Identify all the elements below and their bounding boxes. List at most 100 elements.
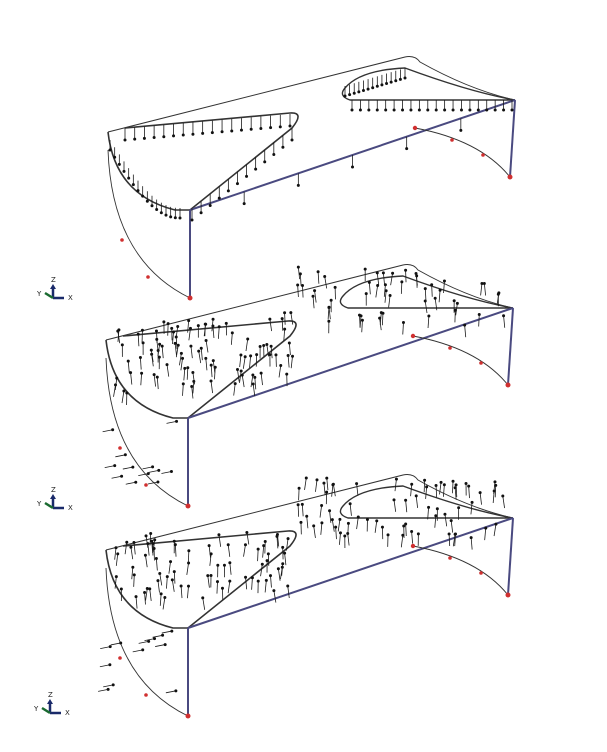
arrow-head-icon xyxy=(494,483,498,487)
load-arrow xyxy=(260,373,263,386)
load-arrow xyxy=(464,325,467,338)
load-arrow xyxy=(205,340,209,353)
arrow-head-icon xyxy=(209,379,213,383)
arrow-head-icon xyxy=(119,641,123,645)
arrow-head-icon xyxy=(404,498,408,502)
arrow-head-icon xyxy=(288,124,292,128)
arrow-head-icon xyxy=(272,589,276,593)
load-arrow xyxy=(140,357,142,370)
arrow-head-icon xyxy=(244,575,248,579)
arrow-head-icon xyxy=(417,108,421,112)
arrow-head-icon xyxy=(117,328,121,332)
arrow-head-icon xyxy=(122,169,126,173)
load-arrow xyxy=(400,535,404,548)
arrow-head-icon xyxy=(111,683,115,687)
arrow-head-icon xyxy=(155,208,159,212)
arrow-head-icon xyxy=(158,571,162,575)
arrow-head-icon xyxy=(402,524,406,528)
load-arrow xyxy=(502,495,505,509)
arrow-head-icon xyxy=(404,522,408,526)
arrow-head-icon xyxy=(123,453,127,457)
arrow-head-icon xyxy=(338,531,342,535)
arrow-head-icon xyxy=(423,478,427,482)
axis-triad-2: Z X Y xyxy=(36,486,73,512)
load-arrow xyxy=(270,575,272,588)
arrow-head-icon xyxy=(144,534,148,538)
arrow-head-icon xyxy=(196,324,200,328)
arrow-head-icon xyxy=(199,211,203,215)
arrow-head-icon xyxy=(172,570,176,574)
arrow-head-icon xyxy=(169,215,173,219)
arrow-head-icon xyxy=(156,579,160,583)
load-arrow xyxy=(455,303,458,316)
arrow-head-icon xyxy=(173,216,177,220)
arrow-head-icon xyxy=(286,537,290,541)
arrow-head-icon xyxy=(239,128,243,132)
arrow-head-icon xyxy=(401,108,405,112)
load-arrow xyxy=(304,477,307,491)
load-arrow xyxy=(117,329,120,342)
arrow-head-icon xyxy=(172,330,176,334)
arrow-head-icon xyxy=(410,482,414,486)
arrow-head-icon xyxy=(363,267,367,271)
arrow-head-icon xyxy=(250,576,254,580)
load-arrow xyxy=(328,307,331,320)
axis-triad-1: Z X Y xyxy=(36,276,73,302)
arrow-head-icon xyxy=(145,587,149,591)
load-arrow xyxy=(327,307,330,320)
load-arrow xyxy=(452,534,456,547)
load-arrow xyxy=(284,312,286,325)
load-arrow xyxy=(276,536,279,549)
arrow-head-icon xyxy=(263,540,267,544)
arrow-head-icon xyxy=(375,271,379,275)
arrow-head-icon xyxy=(414,494,418,498)
arrow-head-icon xyxy=(197,349,201,353)
load-arrow xyxy=(130,372,133,385)
y-axis-icon xyxy=(41,706,51,715)
arrow-head-icon xyxy=(366,87,370,91)
arrow-head-icon xyxy=(433,296,437,300)
load-arrow xyxy=(147,481,159,485)
load-arrow xyxy=(208,545,211,558)
load-arrows-gravity xyxy=(108,68,514,222)
arrow-head-icon xyxy=(281,545,285,549)
arrow-head-icon xyxy=(443,512,447,516)
load-arrow xyxy=(443,280,445,294)
arrow-head-icon xyxy=(127,176,131,180)
structure-view-3 xyxy=(98,473,514,720)
arrow-head-icon xyxy=(392,108,396,112)
arrow-head-icon xyxy=(476,108,480,112)
load-arrow xyxy=(140,373,142,386)
arrow-head-icon xyxy=(255,353,259,357)
arrow-head-icon xyxy=(394,79,398,83)
load-arrow xyxy=(114,378,118,391)
arrow-head-icon xyxy=(183,366,187,370)
load-arrow xyxy=(187,320,190,333)
load-arrow xyxy=(155,644,166,647)
load-arrow xyxy=(241,375,245,388)
arrow-head-icon xyxy=(235,368,239,372)
load-arrow xyxy=(277,568,281,581)
load-arrow xyxy=(374,520,378,533)
arrow-head-icon xyxy=(425,485,429,489)
load-arrow xyxy=(114,547,117,560)
arrow-head-icon xyxy=(114,546,118,550)
arrow-head-icon xyxy=(230,129,234,133)
arrow-head-icon xyxy=(427,314,431,318)
arrow-head-icon xyxy=(172,134,176,138)
load-arrow xyxy=(180,358,183,371)
arrow-head-icon xyxy=(209,574,213,578)
load-arrow xyxy=(438,290,441,303)
load-arrow xyxy=(161,630,172,634)
arrow-head-icon xyxy=(323,274,327,278)
arrow-head-icon xyxy=(343,534,347,538)
arrow-head-icon xyxy=(391,271,395,275)
arrow-head-icon xyxy=(482,281,486,285)
arrow-head-icon xyxy=(269,126,273,130)
load-arrow xyxy=(246,532,250,545)
arrow-head-icon xyxy=(131,565,135,569)
arrow-head-icon xyxy=(502,108,506,112)
arrow-head-icon xyxy=(108,645,112,649)
arrow-head-icon xyxy=(269,344,273,348)
arrow-head-icon xyxy=(187,319,191,323)
